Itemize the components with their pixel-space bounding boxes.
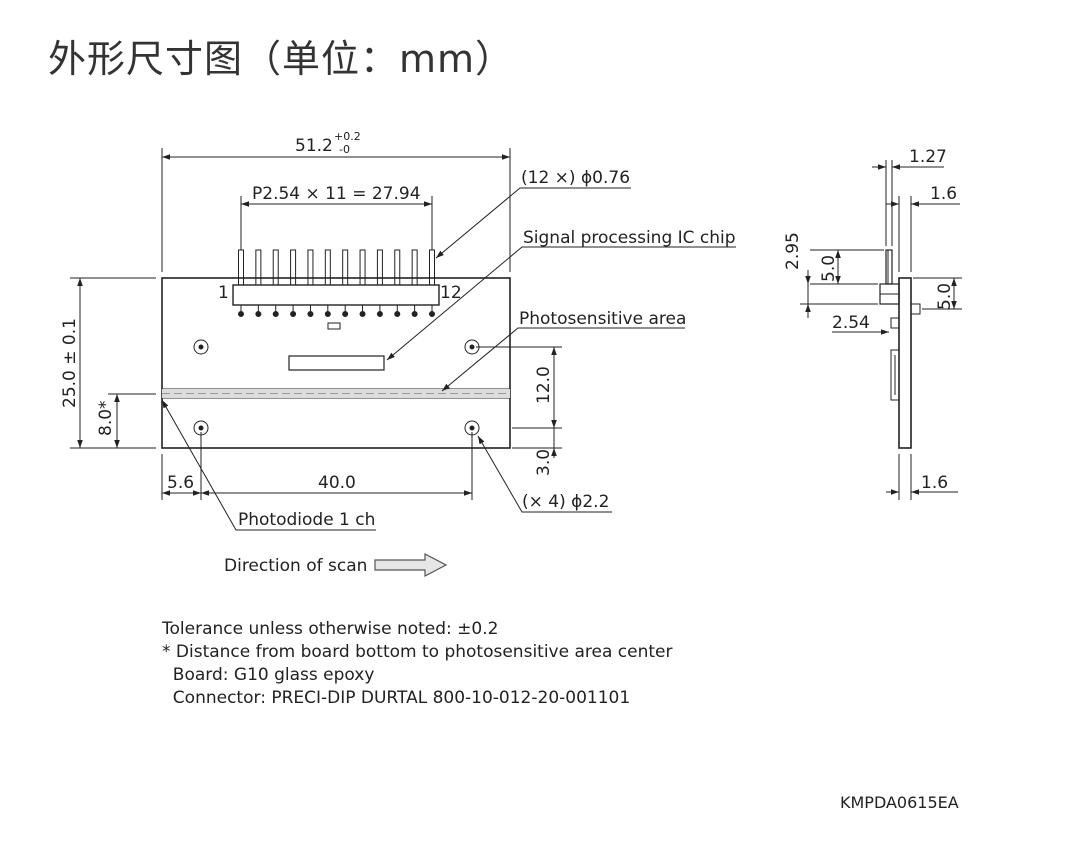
pin-solder-point: [394, 311, 401, 317]
pin-solder-point: [359, 311, 366, 317]
connector-pin: [272, 249, 279, 286]
dim-width-tol-minus: -0: [339, 143, 350, 156]
connector-pin: [307, 249, 314, 286]
pin-solder-point: [342, 311, 349, 317]
connector-pin: [411, 249, 418, 286]
side-dim-1-6-top: 1.6: [930, 184, 957, 204]
dim-center-distance: 8.0*: [96, 400, 116, 436]
side-pin: [885, 249, 893, 285]
mounting-holes: [193, 339, 480, 436]
side-dim-5-0-right: 5.0: [935, 283, 955, 310]
drawing-code: KMPDA0615EA: [840, 793, 959, 812]
side-dim-1-6-bottom: 1.6: [921, 473, 948, 493]
pin-solder-point: [255, 311, 262, 317]
connector-pin: [290, 249, 297, 286]
dim-12: 12.0: [534, 366, 554, 404]
connector-pin: [324, 249, 331, 286]
pin-solder-point: [411, 311, 418, 317]
note-line: Tolerance unless otherwise noted: ±0.2: [162, 619, 499, 639]
page-title: 外形尺寸图（单位：mm）: [48, 37, 515, 81]
side-dim-1-27: 1.27: [909, 147, 947, 167]
connector-pin: [342, 249, 349, 286]
connector-pin: [359, 249, 366, 286]
connector-pin: [429, 249, 435, 286]
side-dim-5-0-left: 5.0: [819, 255, 839, 282]
label-pin-diameter: (12 ×) ϕ0.76: [521, 168, 630, 188]
pin-solder-point: [429, 311, 435, 317]
note-line: Board: G10 glass epoxy: [162, 665, 375, 685]
label-ic-chip: Signal processing IC chip: [523, 228, 736, 248]
dim-height: 25.0 ± 0.1: [60, 318, 80, 408]
connector-body: [232, 284, 440, 306]
pin-solder-point: [272, 311, 279, 317]
pin-solder-point: [324, 311, 331, 317]
note-line: * Distance from board bottom to photosen…: [162, 642, 673, 662]
dim-width-tol-plus: +0.2: [334, 130, 361, 143]
ic-chip: [288, 355, 385, 371]
dim-width-main: 51.2: [295, 136, 333, 156]
label-direction-of-scan: Direction of scan: [224, 556, 367, 576]
side-dim-2-95: 2.95: [783, 232, 803, 270]
pin-solder-point: [238, 311, 244, 317]
dim-40: 40.0: [318, 473, 356, 493]
notes-block: Tolerance unless otherwise noted: ±0.2 *…: [162, 618, 672, 710]
dim-5-6: 5.6: [167, 473, 194, 493]
connector-pin: [394, 249, 401, 286]
label-photodiode: Photodiode 1 ch: [238, 510, 375, 530]
connector-pin: [376, 249, 383, 286]
scan-arrow-icon: [374, 553, 448, 577]
pin-solder-point: [376, 311, 383, 317]
pin-label-last: 12: [440, 283, 462, 303]
connector-pins: [238, 249, 435, 317]
dim-3: 3.0: [534, 449, 554, 476]
pin-label-first: 1: [218, 283, 229, 303]
pin-solder-point: [290, 311, 297, 317]
connector-pin: [238, 249, 244, 286]
connector-pin: [255, 249, 262, 286]
label-photosensitive-area: Photosensitive area: [519, 309, 686, 329]
side-dim-2-54: 2.54: [832, 313, 870, 333]
side-board: [898, 277, 912, 449]
note-line: Connector: PRECI-DIP DURTAL 800-10-012-2…: [162, 688, 631, 708]
pin-solder-point: [307, 311, 314, 317]
board-outline: [161, 277, 511, 449]
label-holes: (× 4) ϕ2.2: [522, 492, 609, 512]
dim-pitch: P2.54 × 11 = 27.94: [252, 184, 421, 204]
